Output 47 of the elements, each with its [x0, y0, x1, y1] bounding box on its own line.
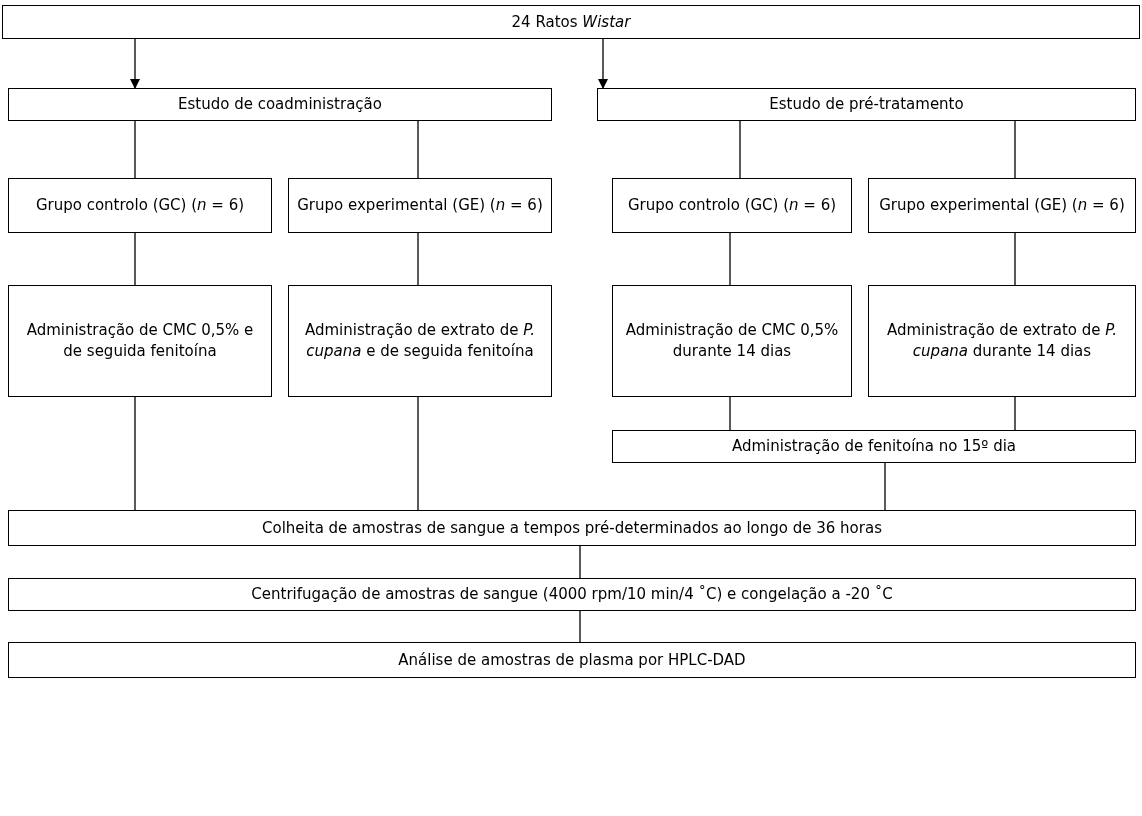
process-box	[612, 430, 1136, 463]
box-label: Grupo controlo (GC) (n = 6)	[35, 195, 245, 216]
connector-line	[417, 396, 419, 511]
box-label: 24 Ratos Wistar	[511, 11, 631, 33]
process-box	[612, 178, 852, 233]
process-box	[288, 285, 552, 397]
box-label: Estudo de coadministração	[178, 94, 382, 115]
box-label: Análise de amostras de plasma por HPLC-DAD	[398, 649, 746, 671]
connector-line	[134, 396, 136, 511]
connector-line	[1014, 120, 1016, 179]
box-label: Centrifugação de amostras de sangue (4000 rpm/10 min/4 ˚C) e congelação a -20 ˚C	[251, 584, 893, 605]
box-label: Administração de CMC 0,5% durante 14 dias	[624, 320, 840, 362]
box-label: Grupo controlo (GC) (n = 6)	[627, 195, 837, 216]
connector-line	[134, 120, 136, 179]
process-box	[8, 510, 1136, 546]
connector-line	[417, 232, 419, 286]
connector-line	[884, 462, 886, 511]
connector-line	[739, 120, 741, 179]
connector-line	[1014, 396, 1016, 431]
connector-line	[579, 610, 581, 643]
process-box	[2, 5, 1140, 39]
arrow	[130, 38, 140, 89]
box-label: Administração de fenitoína no 15º dia	[731, 436, 1017, 457]
arrow	[598, 38, 608, 89]
process-box	[8, 578, 1136, 611]
process-box	[288, 178, 552, 233]
process-box	[8, 88, 552, 121]
connector-line	[579, 545, 581, 579]
process-box	[868, 285, 1136, 397]
process-box	[8, 178, 272, 233]
process-box	[612, 285, 852, 397]
box-label: Administração de extrato de P. cupana e de seguida fenitoína	[303, 320, 537, 362]
box-label: Grupo experimental (GE) (n = 6)	[297, 195, 543, 216]
process-box	[8, 285, 272, 397]
connector-line	[417, 120, 419, 179]
process-box	[597, 88, 1136, 121]
box-label: Grupo experimental (GE) (n = 6)	[879, 195, 1125, 216]
process-box	[868, 178, 1136, 233]
box-label: Administração de extrato de P. cupana durante 14 dias	[885, 320, 1119, 362]
box-label: Administração de CMC 0,5% e de seguida fenitoína	[25, 320, 255, 362]
connector-line	[729, 232, 731, 286]
box-label: Estudo de pré-tratamento	[769, 94, 964, 115]
process-box	[8, 642, 1136, 678]
connector-line	[729, 396, 731, 431]
connector-line	[1014, 232, 1016, 286]
connector-line	[134, 232, 136, 286]
box-label: Colheita de amostras de sangue a tempos pré-determinados ao longo de 36 horas	[262, 517, 882, 539]
